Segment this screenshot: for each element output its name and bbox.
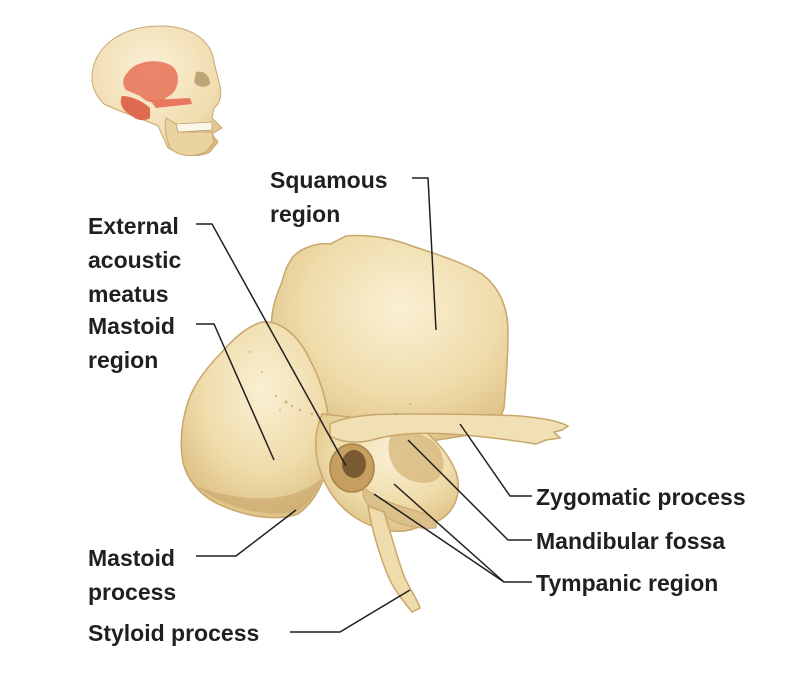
skull-mandible — [164, 117, 215, 156]
leader-tympanic-region-b — [393, 483, 505, 583]
label-mandibular-fossa: Mandibular fossa — [536, 528, 726, 554]
temporal-bone — [180, 234, 570, 613]
label-squamous-region: Squamous region — [270, 167, 388, 227]
external-acoustic-meatus-canal — [342, 450, 366, 478]
leader-mandibular-fossa — [407, 439, 532, 541]
mastoid-shadow — [196, 478, 322, 514]
skull-orbit — [194, 71, 210, 87]
label-tympanic-region: Tympanic region — [536, 570, 719, 596]
skull-teeth — [175, 121, 213, 133]
leader-zygomatic-process — [459, 423, 532, 497]
leader-lines — [196, 177, 532, 633]
skull-thumbnail — [91, 25, 223, 156]
label-mastoid-region: Mastoid region — [88, 313, 175, 373]
bone-texture — [249, 351, 411, 416]
leader-external-acoustic-meatus — [196, 223, 347, 467]
skull-mastoid-highlight — [120, 96, 150, 121]
zygomatic-process-shape — [329, 413, 570, 445]
leader-mastoid-region — [196, 323, 275, 461]
label-zygomatic-process: Zygomatic process — [536, 484, 746, 510]
label-external-acoustic-meatus: External acoustic meatus — [88, 213, 182, 307]
mandibular-fossa-shape — [388, 431, 444, 483]
leader-styloid-process — [290, 589, 411, 633]
styloid-process-shape — [367, 504, 421, 613]
leader-squamous-region — [412, 177, 437, 331]
skull-temporal-highlight — [123, 61, 178, 103]
leader-mastoid-process — [196, 509, 297, 557]
label-styloid-process: Styloid process — [88, 620, 260, 646]
skull-zygomatic-highlight — [150, 98, 192, 108]
label-mastoid-process: Mastoid process — [88, 545, 177, 605]
